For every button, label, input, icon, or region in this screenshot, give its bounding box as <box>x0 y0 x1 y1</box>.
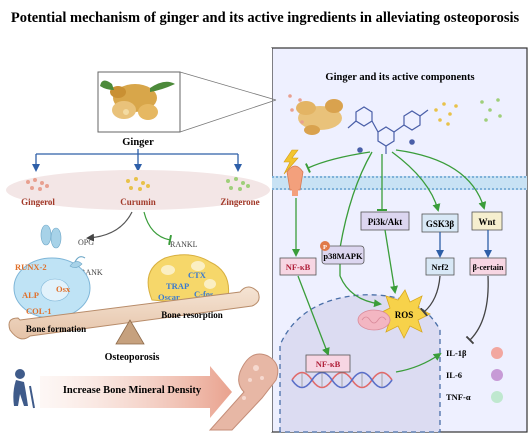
node-nfkb-nucleus-label: NF-κB <box>316 359 341 369</box>
cytokine-il6-dot <box>491 369 503 381</box>
marker-col1: COL-1 <box>26 306 52 316</box>
zingerone-dots <box>226 177 250 191</box>
ginger-pile-image <box>296 99 343 135</box>
node-wnt-label: Wnt <box>478 217 495 227</box>
marker-runx2: RUNX-2 <box>15 262 47 272</box>
bone-seesaw <box>8 286 260 345</box>
opg-receptor <box>40 224 62 249</box>
phospho-p-badge <box>320 241 330 251</box>
cytokine-tnfa-dot <box>491 391 503 403</box>
node-nfkb-nucleus <box>305 354 351 373</box>
marker-alp: ALP <box>22 290 39 300</box>
node-nfkb-top-label: NF-κB <box>286 262 311 272</box>
mitochondrion-icon <box>357 309 391 331</box>
bone-formation-label: Bone formation <box>26 324 86 334</box>
cytokine-tnfa-label: TNF-α <box>446 392 471 402</box>
dna-helix <box>291 371 393 389</box>
curumin-dots <box>126 177 150 191</box>
marker-oscar: Oscar <box>158 292 180 302</box>
node-p38-label: p38MAPK <box>323 251 363 261</box>
figure-title: Potential mechanism of ginger and its ac… <box>11 10 520 26</box>
compound-zingerone: Zingerone <box>220 197 259 207</box>
phospho-p-label: P <box>323 244 327 251</box>
zoom-line-bottom <box>179 99 277 133</box>
rankl-label: RANKL <box>170 240 198 249</box>
marker-osx: Osx <box>56 284 71 294</box>
curumin-inhibit-rankl <box>143 211 172 246</box>
compound-curumin: Curumin <box>120 197 156 207</box>
osteoclast-cell <box>147 254 230 303</box>
marker-cfos: C-fos <box>194 289 214 299</box>
compounds-band <box>6 170 270 210</box>
mechanism-heading: Ginger and its active components <box>325 72 474 83</box>
cytokine-il1b-label: IL-1β <box>446 348 467 358</box>
node-nrf2-label: Nrf2 <box>432 262 449 272</box>
gingerol-dots <box>26 178 49 191</box>
green-signal-arrows <box>292 149 487 276</box>
molecule-structure-icon <box>347 106 429 154</box>
increase-bmd-arrow <box>40 366 232 418</box>
increase-bmd-label: Increase Bone Mineral Density <box>63 385 202 396</box>
elderly-person-icon <box>13 369 35 409</box>
node-p38mapk <box>321 245 365 265</box>
lightning-stimulus-icon <box>283 149 299 175</box>
ros-label: ROS <box>395 310 414 320</box>
bone-resorption-label: Bone resorption <box>161 310 223 320</box>
inner-signal-arrows <box>297 229 492 373</box>
cytokine-il1b-dot <box>491 347 503 359</box>
opg-label: OPG <box>78 238 94 247</box>
marker-trap: TRAP <box>166 281 189 291</box>
node-bcat-label: β-certain <box>473 263 504 272</box>
rank-label: RANK <box>80 268 103 277</box>
branch-arrows <box>32 149 242 172</box>
marker-ctx: CTX <box>188 270 207 280</box>
femur-bone-icon <box>208 353 279 431</box>
node-pi3k-label: Pi3k/Akt <box>368 217 403 227</box>
membrane-receptor <box>286 165 304 196</box>
node-wnt <box>471 211 503 231</box>
cytokine-il6-label: IL-6 <box>446 370 462 380</box>
ginger-label: Ginger <box>122 137 154 148</box>
node-nfkb-cytoplasm <box>279 257 317 276</box>
compound-gingerol: Gingerol <box>21 197 55 207</box>
dot-cluster-gingerol <box>288 94 304 124</box>
dot-cluster-zingerone <box>480 98 502 122</box>
ginger-image <box>97 71 181 133</box>
curumin-to-osteoblast-arrow <box>86 211 133 242</box>
node-gsk3b-label: GSK3β <box>426 219 455 229</box>
osteoblast-cell <box>13 256 91 319</box>
dot-cluster-curumin <box>434 102 458 126</box>
node-nrf2 <box>425 257 455 276</box>
cell-membrane <box>272 176 527 190</box>
zoom-line-top <box>179 71 277 101</box>
node-beta-catenin <box>469 257 507 276</box>
osteoporosis-label: Osteoporosis <box>105 352 160 363</box>
